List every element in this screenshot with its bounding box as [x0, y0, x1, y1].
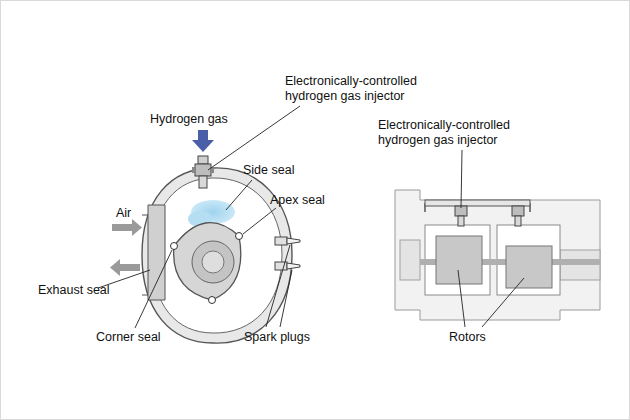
apex-seal [236, 233, 243, 240]
hydrogen-injector [192, 156, 214, 188]
exhaust-arrow [110, 259, 140, 276]
part-label: Side seal [243, 163, 294, 178]
injector-rail [425, 200, 530, 226]
rotor-housing [142, 168, 292, 343]
part-label: Hydrogen gas [150, 112, 228, 127]
part-label: Apex seal [270, 193, 325, 208]
engine-section [395, 190, 600, 320]
part-label: Corner seal [96, 330, 161, 345]
hydrogen-arrow [192, 130, 214, 152]
corner-seal [171, 243, 178, 250]
part-label: Electronically-controlled hydrogen gas i… [378, 118, 548, 148]
part-label: Exhaust seal [38, 283, 110, 298]
part-label: Rotors [449, 330, 486, 345]
rotor [506, 246, 552, 288]
rotor [171, 223, 243, 304]
part-label: Spark plugs [244, 330, 310, 345]
part-label: Air [116, 206, 131, 221]
air-arrow [112, 219, 142, 236]
corner-seal [209, 297, 216, 304]
part-label: Electronically-controlled hydrogen gas i… [285, 74, 455, 104]
